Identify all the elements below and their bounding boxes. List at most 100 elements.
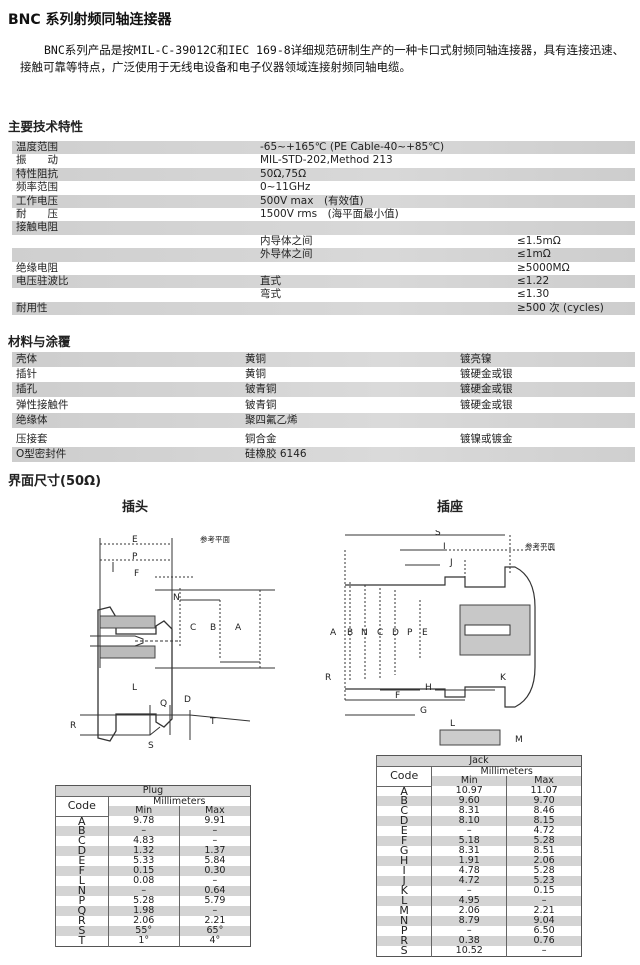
jack-label-M: M [515,735,523,745]
dimension-max: – [178,826,251,836]
plug-label-B: B [210,623,216,633]
dimension-code: F [55,865,109,876]
min-header: Min [431,776,507,786]
spec-row: 耐用性≥500 次 (cycles) [12,301,635,316]
plug-caption: 插头 [122,500,149,515]
material-part: 弹性接触件 [16,398,69,411]
dimension-code: A [375,786,432,797]
material-row: 弹性接触件 铍青铜 镀硬金或银 [12,398,635,413]
dimension-max: – [178,836,251,846]
material-name: 黄铜 [245,353,266,365]
plug-label-E: E [132,535,138,545]
jack-label-E: E [422,628,428,638]
dimension-min: 10.97 [431,786,507,796]
spec-value: 外导体之间 [260,248,313,261]
dimension-min: 55° [107,926,180,936]
code-header: Code [375,766,432,787]
dimension-min: – [431,826,507,836]
spec-row: 外导体之间≤1mΩ [12,248,635,262]
material-plating: 镀镍或镀金 [460,433,513,445]
table-title: Jack [376,755,582,767]
plug-ref-plane: 参考平面 [200,534,230,544]
jack-label-F: F [395,691,400,701]
dimension-code: L [55,875,109,886]
dimension-max: 5.79 [178,896,251,906]
dimension-min: 8.31 [431,846,507,856]
dimension-max: 0.64 [178,886,251,896]
dimension-code: F [375,835,432,846]
jack-label-G: G [420,706,427,716]
material-name: 铜合金 [245,433,277,445]
dimension-max: 5.23 [506,876,582,886]
jack-label-H: H [425,683,432,693]
dimension-max: 1.37 [178,846,251,856]
spec-value: 直式 [260,275,281,287]
dimension-min: 4.78 [431,866,507,876]
spec-limit: ≤1.5mΩ [517,234,561,247]
dimension-code: B [55,825,109,836]
spec-limit: ≥5000MΩ [517,261,570,274]
dimension-code: A [55,816,109,827]
dimension-code: J [375,875,432,886]
dimension-code: S [55,925,109,936]
dimension-max: 9.04 [506,916,582,926]
material-row: 压接套铜合金镀镍或镀金 [12,432,635,447]
spec-value: 1500V rms (海平面最小值) [260,208,399,220]
dimension-min: – [107,886,180,896]
dimension-code: Q [55,905,109,916]
material-row: 绝缘体聚四氟乙烯 [12,412,635,428]
dimension-min: 0.15 [107,866,180,876]
material-row: 插孔铍青铜镀硬金或银 [12,382,635,398]
dimension-max: 8.51 [506,846,582,856]
material-plating: 镀硬金或银 [460,398,513,411]
dimension-code: P [55,895,109,906]
dimension-max: 0.15 [506,886,582,896]
material-plating: 镀硬金或银 [460,383,513,396]
plug-label-L: L [132,683,137,693]
jack-label-P: P [407,628,413,638]
dimension-min: 5.33 [107,856,180,866]
dimension-min: 8.79 [431,916,507,926]
spec-value: 弯式 [260,288,281,301]
dimension-max: 8.46 [506,806,582,816]
dimension-min: 4.72 [431,876,507,886]
plug-label-P: P [132,552,138,562]
dimension-max: 4.72 [506,826,582,836]
dimension-max: – [506,946,582,956]
dimension-max: 11.07 [506,786,582,796]
spec-value: -65~+165℃ (PE Cable-40~+85℃) [260,141,445,153]
plug-label-Q: Q [160,699,167,709]
dimension-min: 4.95 [431,896,507,906]
spec-value: 0~11GHz [260,181,311,194]
plug-label-A: A [235,623,242,633]
dimension-row: E–4.72 [375,825,582,836]
material-name: 铍青铜 [245,398,277,411]
spec-label: 耐用性 [16,301,48,314]
dimension-code: S [375,945,432,956]
code-header: Code [55,796,109,817]
dimension-code: D [375,815,432,826]
spec-value: 500V max (有效值) [260,194,364,207]
dimension-min: 1.98 [107,906,180,916]
dimension-code: C [375,805,432,816]
material-row: O型密封件硅橡胶 6146 [12,447,635,463]
jack-label-R: R [325,673,331,683]
dimension-max: 5.84 [178,856,251,866]
dimension-code: E [375,825,432,836]
